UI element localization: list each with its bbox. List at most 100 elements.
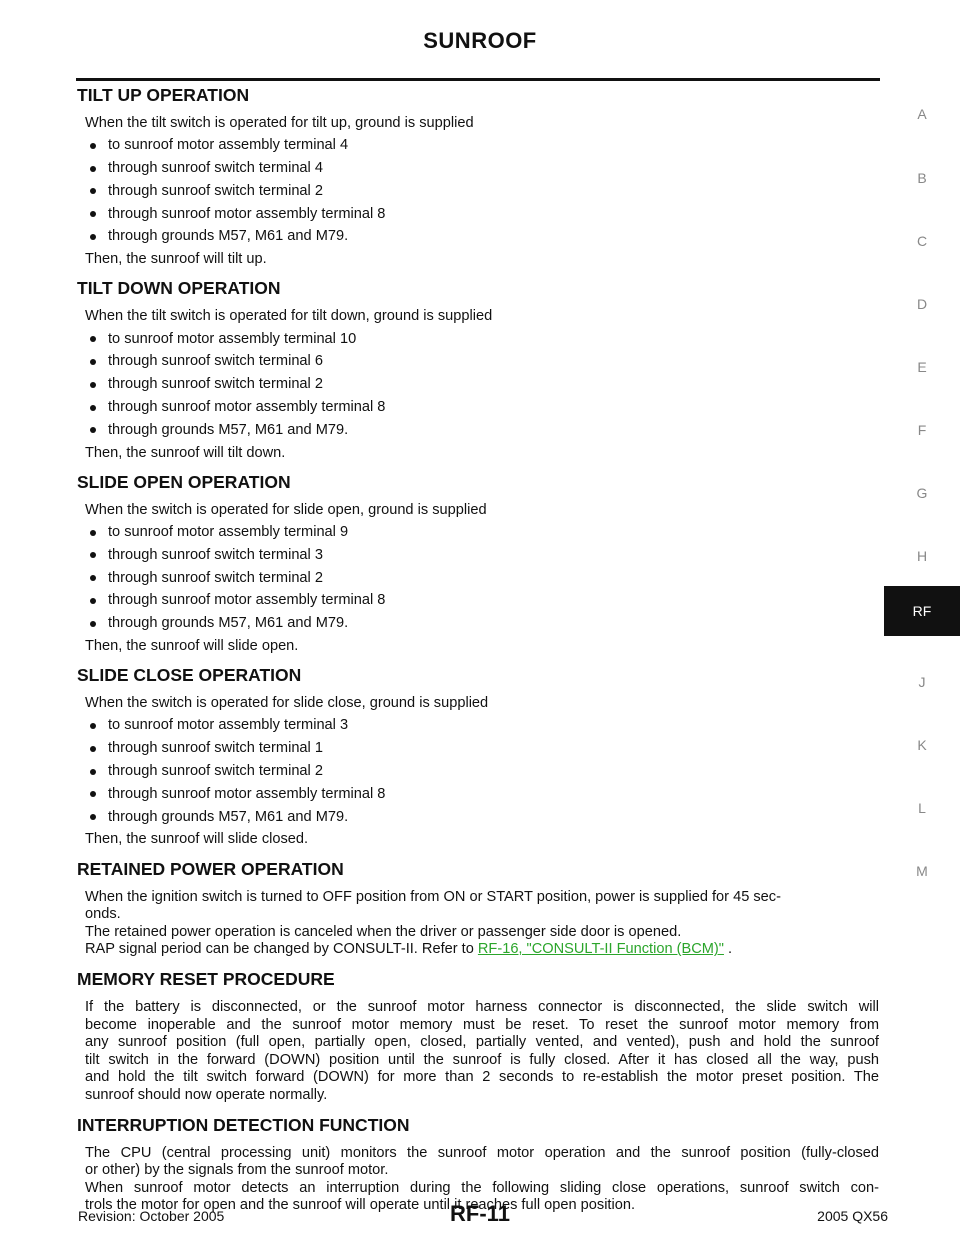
- section-retained-power: RETAINED POWER OPERATION When the igniti…: [77, 858, 879, 959]
- list-item: through sunroof switch terminal 3: [85, 547, 879, 564]
- bullet-icon: [90, 427, 96, 434]
- memory-line: become inoperable and the sunroof motor …: [85, 1016, 879, 1033]
- list-item-text: through sunroof switch terminal 2: [108, 182, 323, 199]
- interruption-line: trols the motor for open and the sunroof…: [85, 1197, 636, 1214]
- retained-refer-text: RAP signal period can be changed by CONS…: [85, 941, 478, 958]
- list-item: through sunroof switch terminal 2: [85, 763, 879, 780]
- section-intro: When the tilt switch is operated for til…: [85, 308, 493, 325]
- retained-line: onds.: [85, 906, 121, 923]
- bullet-icon: [90, 336, 96, 343]
- page-title: SUNROOF: [423, 28, 537, 53]
- section-intro: When the tilt switch is operated for til…: [85, 115, 474, 131]
- bullet-icon: [90, 791, 96, 798]
- page-number: RF-11: [450, 1201, 510, 1226]
- list-item: through sunroof switch terminal 2: [85, 376, 879, 393]
- bullet-list: to sunroof motor assembly terminal 10 th…: [79, 331, 879, 439]
- list-item-text: through sunroof switch terminal 1: [108, 740, 323, 757]
- section-memory-reset: MEMORY RESET PROCEDURE If the battery is…: [77, 968, 879, 1105]
- memory-line: If the battery is disconnected, or the s…: [85, 998, 879, 1015]
- section-intro: When the switch is operated for slide cl…: [85, 695, 489, 712]
- bullet-icon: [90, 165, 96, 172]
- list-item: through sunroof motor assembly terminal …: [85, 786, 879, 803]
- index-tab-d[interactable]: D: [916, 296, 928, 312]
- bullet-icon: [90, 358, 96, 365]
- index-tab-b[interactable]: B: [917, 170, 927, 186]
- list-item: through sunroof switch terminal 4: [85, 160, 879, 177]
- bullet-list: to sunroof motor assembly terminal 9 thr…: [79, 524, 879, 632]
- section-tilt-up: TILT UP OPERATION When the tilt switch i…: [77, 84, 879, 268]
- list-item-text: through sunroof switch terminal 2: [108, 762, 323, 779]
- list-item-text: through sunroof motor assembly terminal …: [108, 205, 386, 222]
- side-index: A B C D E F G H RF J K L M: [884, 0, 960, 1242]
- list-item: through sunroof motor assembly terminal …: [85, 399, 879, 416]
- interruption-line: When sunroof motor detects an interrupti…: [85, 1179, 879, 1196]
- bullet-icon: [90, 529, 96, 536]
- bullet-list: to sunroof motor assembly terminal 3 thr…: [79, 717, 879, 825]
- list-item-text: through sunroof switch terminal 6: [108, 353, 323, 370]
- list-item: to sunroof motor assembly terminal 3: [85, 717, 879, 734]
- bullet-icon: [90, 142, 96, 149]
- section-outro: Then, the sunroof will slide open.: [85, 637, 299, 654]
- retained-line: The retained power operation is canceled…: [85, 923, 682, 940]
- list-item-text: through sunroof switch terminal 2: [108, 376, 323, 393]
- section-heading: SLIDE OPEN OPERATION: [77, 471, 291, 492]
- list-item: to sunroof motor assembly terminal 9: [85, 524, 879, 541]
- list-item-text: through sunroof motor assembly terminal …: [108, 592, 386, 609]
- list-item: through sunroof switch terminal 1: [85, 740, 879, 757]
- section-heading: MEMORY RESET PROCEDURE: [77, 968, 335, 989]
- list-item-text: through grounds M57, M61 and M79.: [108, 615, 349, 632]
- index-tab-j[interactable]: J: [918, 674, 926, 690]
- list-item: through sunroof switch terminal 2: [85, 183, 879, 200]
- list-item-text: to sunroof motor assembly terminal 3: [108, 717, 349, 734]
- list-item-text: through grounds M57, M61 and M79.: [108, 808, 349, 825]
- title-rule: [76, 78, 880, 81]
- list-item-text: through sunroof switch terminal 2: [108, 569, 323, 586]
- list-item: through sunroof switch terminal 2: [85, 570, 879, 587]
- index-tab-c[interactable]: C: [916, 233, 928, 249]
- list-item-text: through grounds M57, M61 and M79.: [108, 228, 349, 245]
- bullet-icon: [90, 597, 96, 604]
- list-item-text: through sunroof motor assembly terminal …: [108, 785, 386, 802]
- index-tab-l[interactable]: L: [918, 800, 926, 816]
- interruption-line: or other) by the signals from the sunroo…: [85, 1162, 389, 1179]
- list-item: to sunroof motor assembly terminal 4: [85, 137, 879, 154]
- section-heading: TILT UP OPERATION: [77, 85, 250, 105]
- section-outro: Then, the sunroof will slide closed.: [85, 831, 309, 848]
- bullet-icon: [90, 233, 96, 240]
- index-tab-g[interactable]: G: [916, 485, 928, 501]
- retained-refer-tail: .: [723, 941, 733, 958]
- section-outro: Then, the sunroof will tilt down.: [85, 444, 286, 461]
- index-tab-m[interactable]: M: [916, 863, 928, 879]
- bullet-icon: [90, 552, 96, 559]
- consult-function-link[interactable]: RF-16, "CONSULT-II Function (BCM)": [477, 941, 724, 958]
- list-item-text: to sunroof motor assembly terminal 10: [108, 330, 357, 347]
- memory-line: and hold the tilt switch forward (DOWN) …: [85, 1069, 879, 1086]
- index-tab-h[interactable]: H: [916, 548, 928, 564]
- model-name: 2005 QX56: [817, 1208, 888, 1224]
- index-tab-k[interactable]: K: [917, 737, 927, 753]
- bullet-icon: [90, 620, 96, 627]
- bullet-icon: [90, 745, 96, 752]
- list-item: through sunroof switch terminal 6: [85, 353, 879, 370]
- list-item: through sunroof motor assembly terminal …: [85, 592, 879, 609]
- list-item: through grounds M57, M61 and M79.: [85, 809, 879, 826]
- list-item: to sunroof motor assembly terminal 10: [85, 331, 879, 348]
- bullet-icon: [90, 188, 96, 195]
- revision-date: Revision: October 2005: [78, 1208, 225, 1224]
- section-intro: When the switch is operated for slide op…: [85, 501, 487, 518]
- bullet-icon: [90, 404, 96, 411]
- index-tab-f[interactable]: F: [917, 422, 927, 438]
- section-heading: TILT DOWN OPERATION: [77, 278, 281, 299]
- list-item: through sunroof motor assembly terminal …: [85, 206, 879, 223]
- main-content: TILT UP OPERATION When the tilt switch i…: [77, 84, 879, 1224]
- list-item-text: to sunroof motor assembly terminal 4: [108, 137, 349, 154]
- section-heading: SLIDE CLOSE OPERATION: [77, 665, 302, 686]
- index-tab-a[interactable]: A: [917, 106, 927, 122]
- index-tab-rf[interactable]: RF: [884, 586, 960, 636]
- index-tab-e[interactable]: E: [917, 359, 927, 375]
- list-item-text: through grounds M57, M61 and M79.: [108, 421, 349, 438]
- retained-body: When the ignition switch is turned to OF…: [85, 889, 879, 959]
- bullet-icon: [90, 211, 96, 218]
- retained-line: When the ignition switch is turned to OF…: [85, 888, 781, 905]
- list-item: through grounds M57, M61 and M79.: [85, 422, 879, 439]
